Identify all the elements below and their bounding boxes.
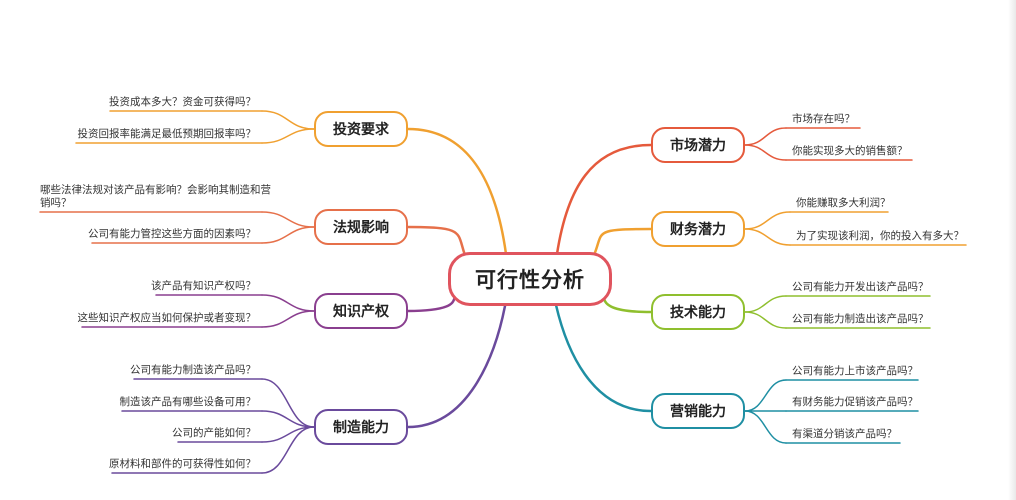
leaf-invest-1: 投资成本多大？资金可获得吗？ [109, 96, 256, 108]
branch-invest[interactable]: 投资要求 [314, 111, 408, 147]
connector-invest-leaf-1 [261, 110, 315, 130]
connector-law-leaf-1 [261, 211, 315, 228]
connector-center-finance [592, 227, 653, 257]
connector-center-law [406, 225, 468, 260]
page-edge-shadow [1008, 0, 1016, 500]
connector-invest-leaf-2 [261, 128, 315, 144]
connector-ip-leaf-1 [261, 294, 315, 312]
connector-center-ip [406, 296, 460, 313]
leaf-law-2: 公司有能力管控这些方面的因素吗？ [88, 228, 256, 240]
branch-sales[interactable]: 营销能力 [651, 393, 745, 429]
connector-tech-leaf-2 [744, 311, 787, 329]
connector-center-mfg [406, 304, 507, 429]
connector-center-market [555, 143, 653, 256]
branch-mfg-links [111, 304, 507, 474]
leaf-market-1: 市场存在吗？ [792, 113, 855, 125]
branch-market-links [555, 127, 913, 256]
connector-center-invest [406, 127, 508, 256]
branch-ip[interactable]: 知识产权 [314, 293, 408, 329]
branch-law-links [39, 211, 468, 260]
branch-sales-links [554, 303, 919, 444]
leaf-mfg-2: 制造该产品有哪些设备可用？ [119, 396, 257, 408]
connector-law-leaf-2 [261, 226, 315, 244]
connector-center-tech [598, 295, 653, 314]
branch-finance[interactable]: 财务潜力 [651, 211, 745, 247]
branch-mfg[interactable]: 制造能力 [314, 409, 408, 445]
leaf-finance-2: 为了实现该利润，你的投入有多大？ [796, 230, 964, 242]
leaf-sales-1: 公司有能力上市该产品吗？ [792, 365, 918, 377]
connector-market-leaf-1 [744, 127, 787, 146]
connector-tech-leaf-1 [744, 295, 787, 313]
branch-invest-links [75, 110, 508, 256]
leaf-finance-1: 你能赚取多大利润？ [796, 197, 891, 209]
connector-sales-leaf-3 [744, 410, 787, 444]
leaf-mfg-4: 原材料和部件的可获得性如何？ [109, 458, 256, 470]
branch-law[interactable]: 法规影响 [314, 209, 408, 245]
leaf-market-2: 你能实现多大的销售额？ [792, 145, 908, 157]
connector-center-sales [554, 303, 653, 413]
leaf-invest-2: 投资回报率能满足最低预期回报率吗？ [77, 128, 257, 140]
connector-market-leaf-2 [744, 144, 787, 161]
connector-sales-leaf-1 [744, 379, 787, 412]
leaf-sales-2: 有财务能力促销该产品吗？ [792, 396, 918, 408]
leaf-ip-2: 这些知识产权应当如何保护或者变现？ [77, 312, 257, 324]
connector-mfg-leaf-1 [261, 378, 315, 428]
branch-market[interactable]: 市场潜力 [651, 127, 745, 163]
connector-mfg-leaf-4 [261, 426, 315, 474]
connector-ip-leaf-2 [261, 310, 315, 328]
connector-mfg-leaf-2 [261, 410, 315, 428]
connector-finance-leaf-2 [744, 228, 791, 246]
leaf-sales-3: 有渠道分销该产品吗？ [792, 428, 897, 440]
leaf-mfg-1: 公司有能力制造该产品吗？ [130, 364, 256, 376]
branch-tech[interactable]: 技术能力 [651, 294, 745, 330]
branch-finance-links [592, 211, 967, 257]
leaf-tech-2: 公司有能力制造出该产品吗？ [792, 313, 929, 325]
connector-finance-leaf-1 [744, 211, 791, 230]
leaf-ip-1: 该产品有知识产权吗？ [151, 280, 256, 292]
central-topic[interactable]: 可行性分析 [448, 252, 612, 306]
leaf-law-1: 哪些法律法规对该产品有影响？会影响其制造和营销吗？ [40, 184, 271, 209]
leaf-tech-1: 公司有能力开发出该产品吗？ [792, 281, 929, 293]
leaf-mfg-3: 公司的产能如何？ [172, 427, 256, 439]
